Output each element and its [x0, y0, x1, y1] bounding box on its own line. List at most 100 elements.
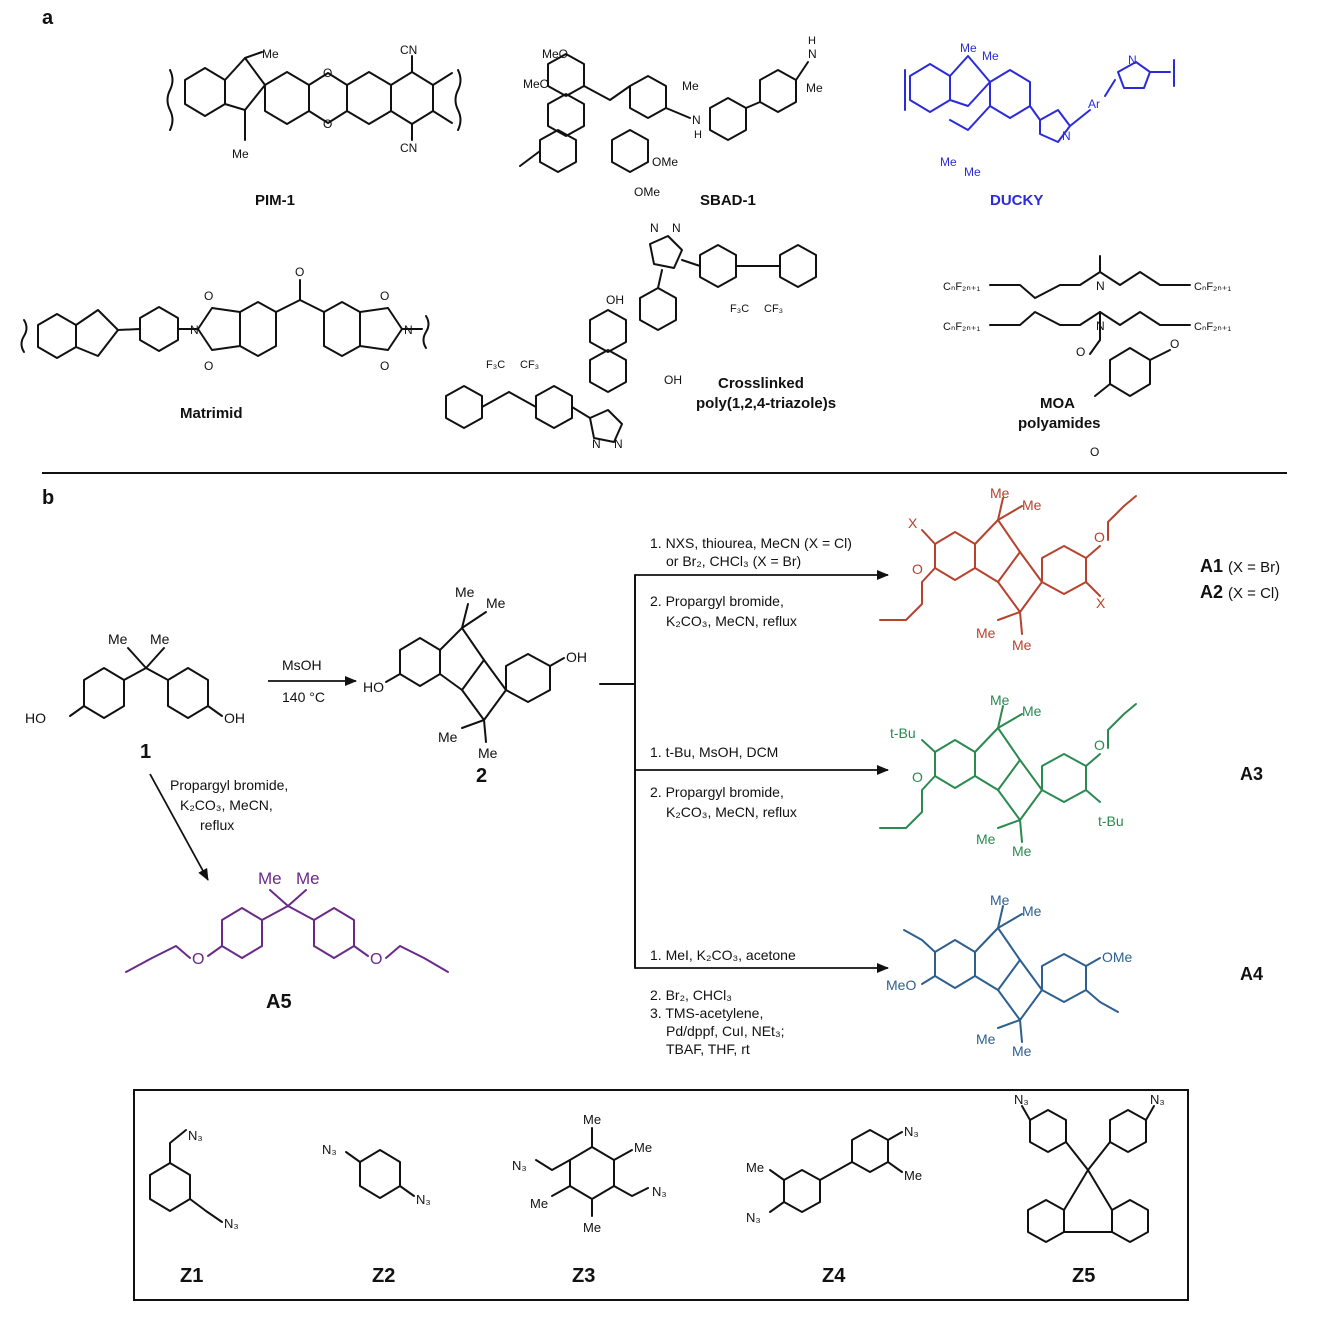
c2-me-1: Me: [455, 584, 475, 600]
sbad1-meo-1: MeO: [542, 47, 568, 61]
triazole-f3c-2: F₃C: [730, 303, 749, 315]
reagent-a1-3: 2. Propargyl bromide,: [650, 593, 784, 609]
a5-o-1: O: [192, 951, 204, 968]
z5-n3-2: N₃: [1150, 1092, 1165, 1107]
reagent-a5-3: reflux: [200, 817, 234, 833]
sbad1-n: N: [692, 113, 701, 127]
a4-structure: Me Me Me Me MeO OMe: [886, 892, 1133, 1059]
a2-label: A2: [1200, 582, 1223, 602]
z4-me-1: Me: [904, 1168, 922, 1183]
triazole-structure: N N N N OH OH F₃C CF₃ F₃C CF₃: [445, 221, 817, 451]
z3-me-1: Me: [583, 1112, 601, 1127]
moa-o-2: O: [1090, 445, 1099, 459]
ducky-n-1: N: [1062, 129, 1071, 143]
z3-me-4: Me: [583, 1220, 601, 1235]
reagent-a4-2: 2. Br₂, CHCl₃: [650, 987, 732, 1003]
sbad1-ome-2: OMe: [634, 185, 660, 199]
c2-ho: HO: [363, 679, 384, 695]
sbad1-meo-2: MeO: [523, 77, 549, 91]
azide-box: [133, 1089, 1189, 1301]
c1-ho: HO: [25, 710, 46, 726]
z3-n3-2: N₃: [652, 1184, 667, 1199]
a1-x-2: X: [1096, 595, 1106, 611]
sbad1-h: H: [694, 129, 702, 141]
a3-o-2: O: [1094, 737, 1105, 753]
c2-me-3: Me: [438, 729, 458, 745]
reagent-a4-1: 1. MeI, K₂CO₃, acetone: [650, 947, 796, 963]
moa-cnf-4: CₙF₂ₙ₊₁: [1194, 321, 1232, 333]
z4-label: Z4: [822, 1265, 846, 1287]
pim1-cn-1: CN: [400, 43, 417, 57]
a4-label: A4: [1240, 964, 1263, 984]
reagent-140c: 140 °C: [282, 689, 325, 705]
c2-me-2: Me: [486, 595, 506, 611]
z2-structure: N₃ N₃: [322, 1142, 431, 1207]
triazole-n-4: N: [614, 437, 623, 451]
z5-label: Z5: [1072, 1265, 1095, 1287]
moa-label-line1: MOA: [1040, 395, 1075, 412]
compound-1-structure: Me Me HO OH: [25, 631, 245, 726]
panel-a-label: a: [42, 7, 54, 29]
z4-n3-2: N₃: [746, 1210, 761, 1225]
c1-me-2: Me: [150, 631, 170, 647]
reagent-a3-2: 2. Propargyl bromide,: [650, 784, 784, 800]
z3-me-3: Me: [530, 1196, 548, 1211]
triazole-label-line2: poly(1,2,4-triazole)s: [696, 395, 836, 412]
sbad1-h-2: H: [808, 35, 816, 47]
z4-me-2: Me: [746, 1160, 764, 1175]
moa-structure: CₙF₂ₙ₊₁ CₙF₂ₙ₊₁ CₙF₂ₙ₊₁ CₙF₂ₙ₊₁ N N O O …: [943, 255, 1232, 459]
a2-note: (X = Cl): [1228, 585, 1279, 602]
a1-me-3: Me: [976, 625, 996, 641]
a3-tbu-1: t-Bu: [890, 725, 916, 741]
pim1-label: PIM-1: [255, 192, 295, 209]
reagent-a5-2: K₂CO₃, MeCN,: [180, 797, 273, 813]
triazole-oh-1: OH: [606, 293, 624, 307]
a4-me-2: Me: [1022, 903, 1042, 919]
moa-label-line2: polyamides: [1018, 415, 1101, 432]
sbad1-me-1: Me: [682, 79, 699, 93]
z2-n3-2: N₃: [416, 1192, 431, 1207]
reagent-msoh: MsOH: [282, 657, 322, 673]
sbad1-me-2: Me: [806, 81, 823, 95]
z3-structure: Me Me Me Me N₃ N₃: [512, 1112, 667, 1235]
ducky-me-2: Me: [982, 49, 999, 63]
a1-me-1: Me: [990, 485, 1010, 501]
compound-2-label: 2: [476, 765, 487, 787]
z1-label: Z1: [180, 1265, 203, 1287]
moa-cnf-3: CₙF₂ₙ₊₁: [943, 321, 981, 333]
ducky-structure: Me Me Me Me Ar N N: [904, 41, 1175, 179]
moa-cnf-1: CₙF₂ₙ₊₁: [943, 281, 981, 293]
a3-tbu-2: t-Bu: [1098, 813, 1124, 829]
reagent-a5-1: Propargyl bromide,: [170, 777, 288, 793]
a1-o-1: O: [912, 561, 923, 577]
triazole-f3c-1: F₃C: [486, 359, 505, 371]
z2-n3-1: N₃: [322, 1142, 337, 1157]
triazole-label-line1: Crosslinked: [718, 375, 804, 392]
a3-o-1: O: [912, 769, 923, 785]
pim1-structure: Me Me CN CN O O: [166, 43, 462, 161]
matrimid-structure: O O O O O N N: [20, 265, 430, 373]
a1-a2-structure: Me Me Me Me X X O O: [879, 485, 1137, 653]
a1-note: (X = Br): [1228, 559, 1280, 576]
triazole-n-3: N: [592, 437, 601, 451]
ducky-ar: Ar: [1088, 97, 1100, 111]
a1-me-4: Me: [1012, 637, 1032, 653]
a4-me-1: Me: [990, 892, 1010, 908]
moa-o-1: O: [1076, 345, 1085, 359]
ducky-n-2: N: [1128, 53, 1137, 67]
reagent-a3-1: 1. t-Bu, MsOH, DCM: [650, 744, 778, 760]
pim1-me-2: Me: [232, 147, 249, 161]
z1-structure: N₃ N₃: [149, 1128, 239, 1231]
z5-structure: N₃ N₃: [1014, 1092, 1165, 1243]
matrimid-o-1: O: [204, 289, 213, 303]
sbad1-n-2: N: [808, 47, 817, 61]
a1-x-1: X: [908, 515, 918, 531]
c2-me-4: Me: [478, 745, 498, 761]
matrimid-o-3: O: [295, 265, 304, 279]
sbad1-label: SBAD-1: [700, 192, 756, 209]
z3-label: Z3: [572, 1265, 595, 1287]
matrimid-o-2: O: [204, 359, 213, 373]
triazole-cf3-1: CF₃: [520, 359, 539, 371]
ducky-label: DUCKY: [990, 192, 1043, 209]
a5-me-1: Me: [258, 869, 282, 888]
